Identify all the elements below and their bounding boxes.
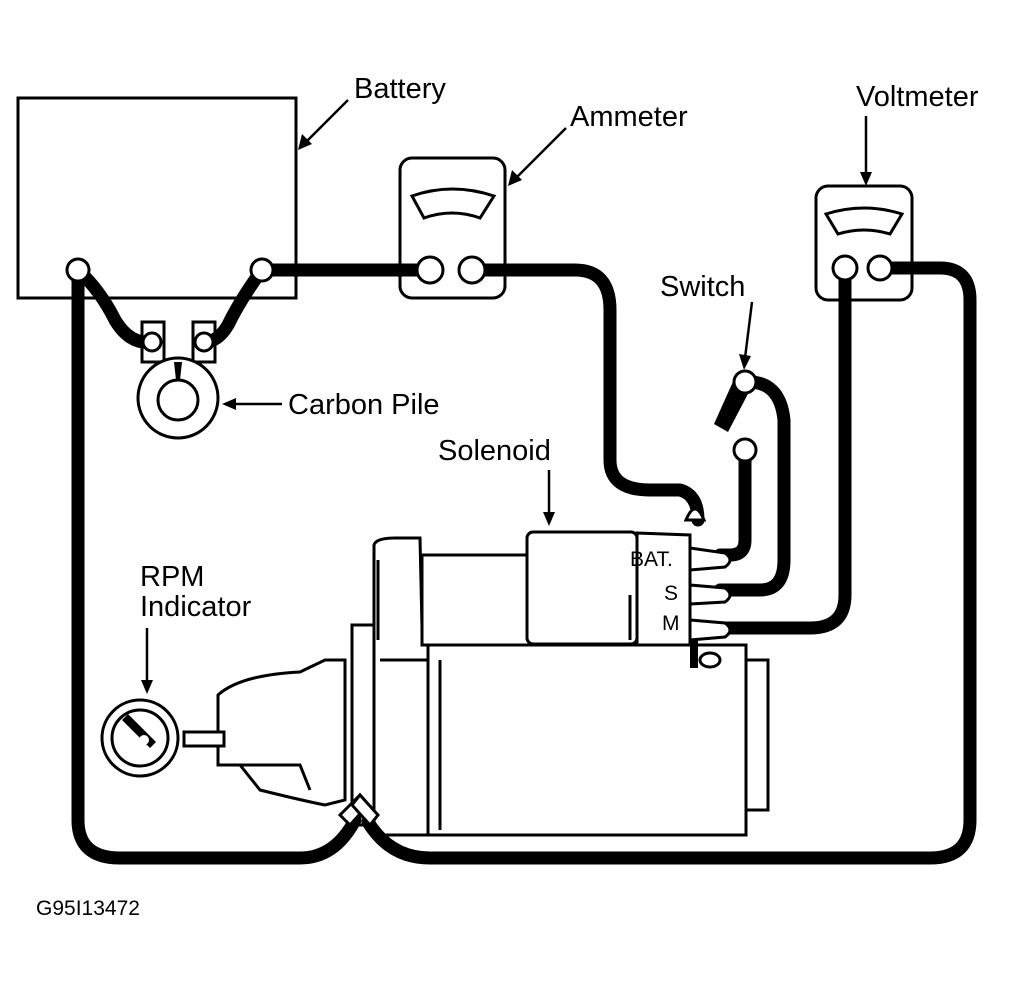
rpm-indicator [100,698,226,778]
ammeter-dial-icon [409,187,497,220]
starter-motor [216,530,770,837]
label-ammeter: Ammeter [570,101,688,133]
label-terminal-bat: BAT. [630,548,673,571]
label-terminal-s: S [664,582,678,605]
wires [71,261,977,865]
label-solenoid: Solenoid [438,435,551,467]
label-voltmeter: Voltmeter [856,81,979,113]
voltmeter-dial-icon [823,206,905,236]
terminals [65,254,894,828]
callout-arrows [141,99,872,694]
battery-box [16,96,298,300]
label-rpm-line1: RPM [140,561,204,593]
label-carbon-pile: Carbon Pile [288,389,440,421]
label-battery: Battery [354,73,446,105]
label-switch: Switch [660,271,745,303]
voltmeter [814,184,914,302]
figure-code: G95I13472 [36,897,140,920]
carbon-pile-knob-icon [174,362,182,380]
label-rpm-line2: Indicator [140,591,252,623]
label-terminal-m: M [662,612,680,635]
ammeter [398,156,507,300]
carbon-pile [136,320,220,440]
